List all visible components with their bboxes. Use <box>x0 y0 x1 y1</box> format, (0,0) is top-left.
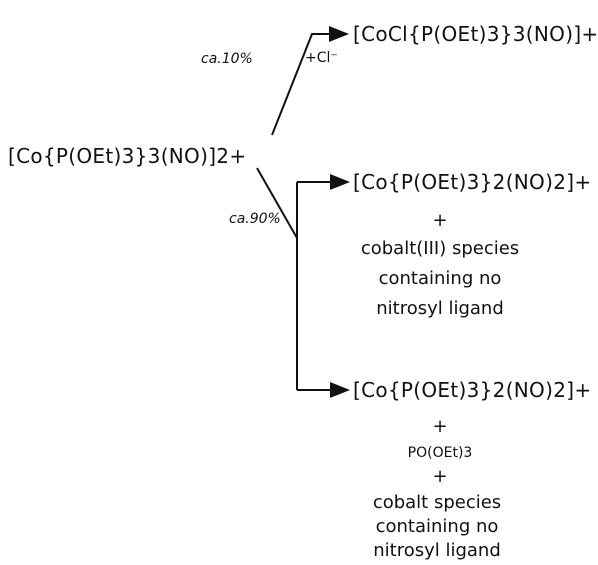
branch-b-line-3: nitrosyl ligand <box>373 540 501 561</box>
percent-label-top: ca.10% <box>201 51 253 67</box>
branch-a-product: [Co{P(OEt)3}2(NO)2]+ <box>353 170 592 194</box>
branch-a-line-3: nitrosyl ligand <box>376 298 504 319</box>
arrow-to-chloro-product <box>271 26 349 136</box>
branch-b-byproduct: PO(OEt)3 <box>407 445 473 461</box>
branch-b-plus-2: + <box>432 466 448 487</box>
chloro-product: [CoCl{P(OEt)3}3(NO)]+ <box>353 22 598 46</box>
start-complex: [Co{P(OEt)3}3(NO)]2+ <box>8 144 247 168</box>
branch-b-plus-1: + <box>432 416 448 437</box>
branch-b-line-1: cobalt species <box>372 492 502 513</box>
branch-a-plus: + <box>432 210 448 231</box>
branch-b-line-2: containing no <box>375 516 499 537</box>
arrow-diagonal-down <box>256 167 298 239</box>
percent-label-bottom: ca.90% <box>229 211 281 227</box>
branch-a-line-1: cobalt(III) species <box>360 238 520 259</box>
branch-b-product: [Co{P(OEt)3}2(NO)2]+ <box>353 378 592 402</box>
branch-a-line-2: containing no <box>378 268 502 289</box>
reagent-chloride: +Cl⁻ <box>305 50 338 66</box>
